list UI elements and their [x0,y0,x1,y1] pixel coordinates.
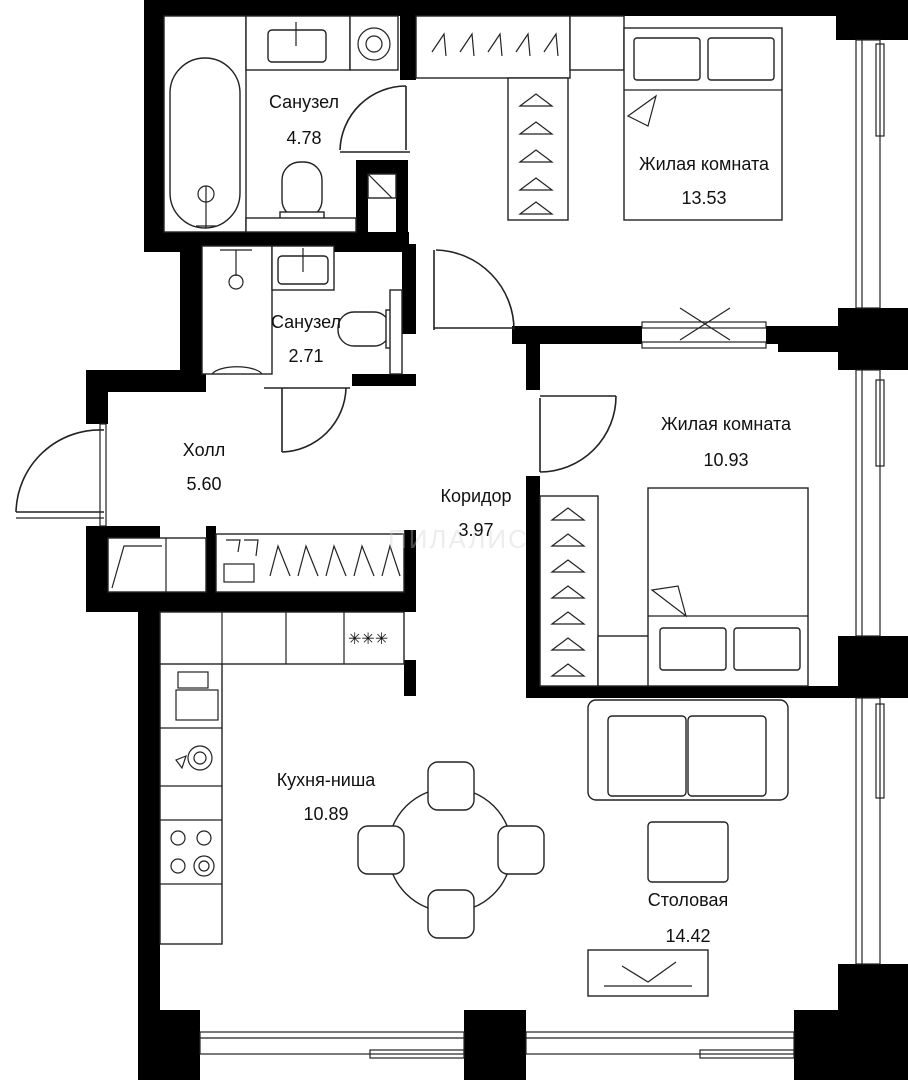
living-furniture [357,699,789,997]
doors [15,85,617,527]
walls [86,0,908,1080]
bathroom-1-fixtures [163,15,399,233]
room-name-kitchen: Кухня-ниша [277,770,377,790]
room-area-bathroom-1: 4.78 [286,128,321,148]
room-area-bedroom-1: 13.53 [681,188,726,208]
svg-text:✳✳✳: ✳✳✳ [348,631,388,648]
room-area-bedroom-2: 10.93 [703,450,748,470]
room-area-kitchen: 10.89 [303,804,348,824]
room-area-dining: 14.42 [665,926,710,946]
wardrobes [107,15,651,687]
watermark: ПИЛАЛИС [388,524,529,554]
room-name-bedroom-2: Жилая комната [661,414,792,434]
room-name-bathroom-2: Санузел [271,312,341,332]
room-name-dining: Столовая [648,890,729,910]
windows [199,39,885,1059]
kitchen-furniture: ✳✳✳ [159,611,405,945]
room-name-bathroom-1: Санузел [269,92,339,112]
room-labels: Санузел 4.78 Жилая комната 13.53 Санузел… [183,92,792,946]
bathroom-2-fixtures [201,245,403,375]
bedroom-furniture [623,27,809,687]
room-area-corridor: 3.97 [458,520,493,540]
room-name-bedroom-1: Жилая комната [639,154,770,174]
room-area-bathroom-2: 2.71 [288,346,323,366]
room-name-hall: Холл [183,440,225,460]
room-name-corridor: Коридор [440,486,511,506]
room-area-hall: 5.60 [186,474,221,494]
